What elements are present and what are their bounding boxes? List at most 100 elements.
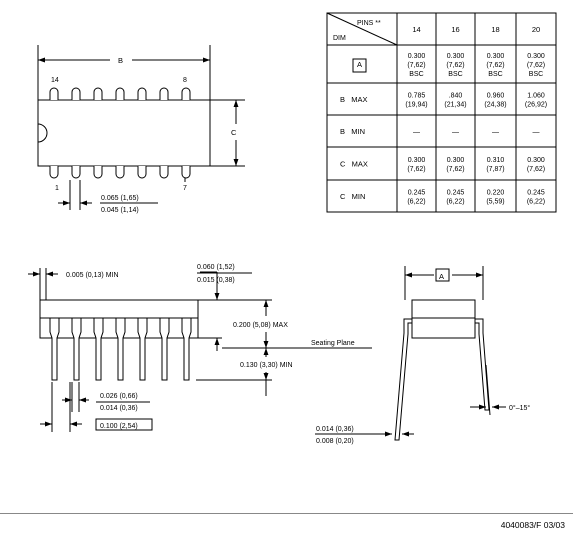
table-row-label: A (357, 60, 362, 69)
pin-1-label: 1 (55, 185, 59, 192)
top-pin (49, 87, 59, 100)
dimension-table (326, 12, 557, 213)
table-cell: 0.300 (527, 53, 545, 60)
side-lead (49, 317, 60, 381)
seating-plane-label: Seating Plane (311, 340, 355, 347)
table-row-label: C MIN (340, 192, 365, 201)
table-cell: — (492, 129, 499, 136)
pin-8-label: 8 (183, 77, 187, 84)
bottom-pin (137, 166, 147, 179)
table-cell: 0.245 (408, 190, 426, 197)
table-cell: .840 (449, 93, 463, 100)
pin-pitch-min: 0.045 (1,14) (101, 207, 139, 214)
side-lead (137, 317, 148, 381)
standoff-min-dim: 0.015 (0,38) (197, 277, 235, 284)
table-pins-header: PINS ** (357, 20, 381, 27)
table-cell: (7,62) (407, 62, 425, 69)
bottom-pin (49, 166, 59, 179)
side-lead (159, 317, 170, 381)
table-cell: 0.960 (487, 93, 505, 100)
end-min-dim: 0.005 (0,13) MIN (66, 272, 119, 279)
lead-pitch-dim: 0.100 (2,54) (100, 423, 138, 430)
top-pin (115, 87, 125, 100)
table-cell: 0.300 (487, 53, 505, 60)
table-cell: (5,59) (486, 199, 504, 206)
side-view-leads (49, 317, 192, 381)
table-cell: (24,38) (484, 102, 506, 109)
table-cell: 0.220 (487, 190, 505, 197)
table-cell: (7,62) (527, 62, 545, 69)
table-column-headers: 14 16 18 20 (412, 25, 540, 34)
table-column-header: 20 (532, 25, 540, 34)
standoff-max-dim: 0.060 (1,52) (197, 264, 235, 271)
dim-a-label: A (439, 272, 444, 281)
table-cell: BSC (488, 71, 502, 78)
table-cell: (19,94) (405, 102, 427, 109)
table-cell: (7,62) (446, 62, 464, 69)
table-column-header: 14 (412, 25, 420, 34)
table-cell: (7,62) (446, 166, 464, 173)
table-cell: BSC (409, 71, 423, 78)
side-view (28, 268, 372, 432)
table-cell: 0.300 (408, 53, 426, 60)
lead-angle-dim: 0°–15° (509, 404, 530, 412)
table-cell: (7,62) (486, 62, 504, 69)
table-cell: — (452, 129, 459, 136)
footer-rule (0, 513, 573, 514)
side-lead (115, 317, 126, 381)
dim-c-label: C (231, 128, 237, 137)
top-pin (137, 87, 147, 100)
bottom-pin (159, 166, 169, 179)
height-max-dim: 0.200 (5,08) MAX (233, 322, 288, 329)
table-cell: 0.300 (447, 53, 465, 60)
table-cell: 0.785 (408, 93, 426, 100)
bottom-pin (93, 166, 103, 179)
table-column-header: 16 (451, 25, 459, 34)
lead-width-min-dim: 0.014 (0,36) (100, 405, 138, 412)
lead-length-min-dim: 0.130 (3,30) MIN (240, 362, 293, 369)
bottom-pin (71, 166, 81, 179)
bottom-pin (181, 166, 191, 179)
table-dim-header: DIM (333, 35, 346, 42)
thickness-min-dim: 0.008 (0,20) (316, 438, 354, 445)
end-view (315, 266, 506, 441)
table-cell: (7,87) (486, 166, 504, 173)
top-pin (93, 87, 103, 100)
table-cell: 0.300 (408, 157, 426, 164)
table-cell: (6,22) (446, 199, 464, 206)
table-column-header: 18 (491, 25, 499, 34)
table-cell: (6,22) (407, 199, 425, 206)
table-cell: 0.310 (487, 157, 505, 164)
table-cell: 0.245 (447, 190, 465, 197)
table-cell: 0.300 (527, 157, 545, 164)
pin-7-label: 7 (183, 185, 187, 192)
top-view-pins (49, 87, 191, 179)
table-row-label: B MIN (340, 127, 365, 136)
table-cell: — (533, 129, 540, 136)
table-cell: BSC (448, 71, 462, 78)
top-pin (71, 87, 81, 100)
side-lead (93, 317, 104, 381)
pin-pitch-max: 0.065 (1,65) (101, 195, 139, 202)
table-rows: A 0.300 (7,62) BSC 0.300 (7,62) BSC 0.300 (7,62)… (340, 53, 547, 206)
table-cell: BSC (529, 71, 543, 78)
top-pin (181, 87, 191, 100)
document-id: 4040083/F 03/03 (500, 520, 565, 530)
dim-b-label: B (118, 56, 123, 65)
top-view (37, 45, 245, 210)
table-cell: (6,22) (527, 199, 545, 206)
thickness-max-dim: 0.014 (0,36) (316, 426, 354, 433)
table-cell: 0.245 (527, 190, 545, 197)
side-lead (71, 317, 82, 381)
table-cell: (21,34) (444, 102, 466, 109)
table-row-label: C MAX (340, 160, 368, 169)
table-row-label: B MAX (340, 95, 368, 104)
table-cell: 0.300 (447, 157, 465, 164)
side-lead (181, 317, 192, 381)
pin-14-label: 14 (51, 77, 59, 84)
bottom-pin (115, 166, 125, 179)
table-cell: (7,62) (527, 166, 545, 173)
table-cell: 1.060 (527, 93, 545, 100)
top-pin (159, 87, 169, 100)
